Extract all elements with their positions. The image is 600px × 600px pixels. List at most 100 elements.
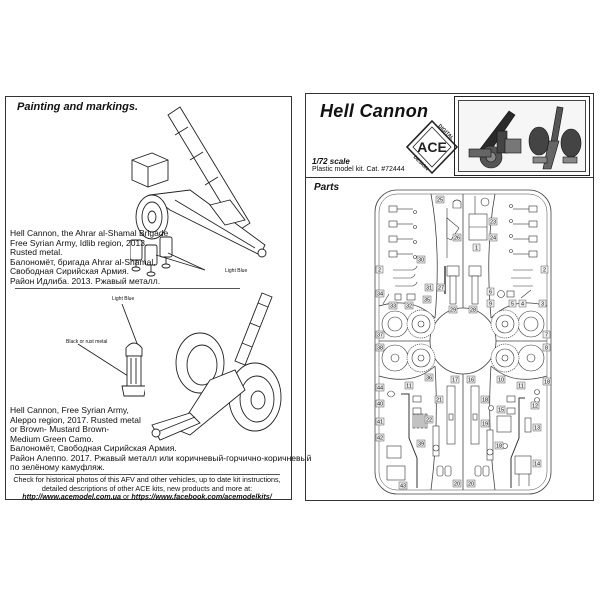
- svg-text:27: 27: [438, 286, 444, 292]
- svg-text:17: 17: [452, 378, 458, 384]
- svg-text:24: 24: [490, 236, 496, 242]
- part-label: 5: [508, 299, 517, 308]
- part-label: 33: [388, 301, 398, 310]
- svg-text:3: 3: [541, 302, 544, 308]
- svg-text:9: 9: [489, 302, 492, 308]
- scheme2-line: Medium Green Camo.: [10, 433, 94, 444]
- svg-text:20: 20: [454, 482, 460, 488]
- svg-text:19: 19: [482, 422, 488, 428]
- svg-text:15: 15: [498, 408, 504, 414]
- sprue-outer-frame: [374, 189, 552, 495]
- part-cylinders-bottom: [436, 465, 490, 477]
- svg-text:2: 2: [378, 268, 381, 274]
- sprue-runner: [489, 365, 496, 491]
- part-label: 30: [416, 255, 426, 264]
- svg-text:26: 26: [454, 236, 460, 242]
- svg-text:31: 31: [426, 286, 432, 292]
- callout-light-blue-2: Light Blue: [112, 296, 135, 302]
- scheme1-illustration: [130, 106, 267, 277]
- facebook-link[interactable]: https://www.facebook.com/acemodelkits/: [131, 492, 272, 502]
- projectile-body: [126, 355, 142, 387]
- ammo-box: [131, 152, 169, 188]
- svg-text:23: 23: [490, 220, 496, 226]
- section-divider: [15, 288, 240, 289]
- part-label: 18: [494, 441, 504, 450]
- scale-label: 1/72 scale: [312, 157, 350, 166]
- projectile-illustration: [77, 303, 145, 397]
- part-label: 35: [422, 295, 432, 304]
- svg-text:13: 13: [534, 426, 540, 432]
- scheme2-line: Район Алеппо. 2017. Ржавый металл или ко…: [10, 452, 312, 463]
- part-label: 13: [532, 423, 542, 432]
- svg-text:35: 35: [424, 298, 430, 304]
- svg-text:8: 8: [545, 346, 548, 352]
- part-label: 39: [416, 439, 426, 448]
- svg-text:32: 32: [406, 304, 412, 310]
- svg-text:44: 44: [377, 386, 383, 392]
- svg-text:34: 34: [377, 292, 383, 298]
- svg-text:21: 21: [436, 398, 442, 404]
- svg-text:11: 11: [406, 384, 412, 390]
- tow-eye: [151, 428, 161, 438]
- catalog-number: Plastic model kit. Cat. #72444: [312, 166, 405, 173]
- mortar-barrel: [234, 292, 273, 366]
- scheme1-line: Балономёт, бригада Ahrar al-Shamal,: [10, 256, 156, 267]
- footer-note: Check for historical photos of this AFV …: [6, 475, 288, 502]
- part-label: 41: [375, 417, 385, 426]
- sprue-hub: [429, 307, 497, 375]
- svg-text:18: 18: [482, 398, 488, 404]
- parts-heading: Parts: [314, 182, 340, 193]
- scheme1-line: Район Идлиба. 2013. Ржавый металл.: [10, 275, 161, 286]
- scheme2-illustration: [151, 292, 282, 441]
- svg-text:10: 10: [498, 378, 504, 384]
- svg-text:22: 22: [426, 418, 432, 424]
- part-tripod: [444, 199, 462, 294]
- part-label: 28: [468, 305, 478, 314]
- part-label: 32: [404, 301, 414, 310]
- sprue-runner: [490, 365, 548, 380]
- projectile-fins: [121, 385, 145, 397]
- part-label: 42: [375, 433, 385, 442]
- scheme1-line: Hell Cannon, the Ahrar al-Shamal Brigade: [10, 228, 169, 238]
- part-label: 18: [542, 377, 552, 386]
- part-label: 36: [424, 373, 434, 382]
- part-label: 43: [398, 481, 408, 490]
- part-sights: [432, 425, 494, 461]
- svg-text:6: 6: [489, 290, 492, 296]
- callout-black-rust-metal: Black or rust metal: [66, 339, 108, 345]
- scheme2-description: Hell Cannon, Free Syrian Army, Aleppo re…: [10, 405, 312, 473]
- parts-panel: [305, 93, 594, 501]
- scheme1-line: Свободная Сирийская Армия.: [10, 266, 129, 276]
- scheme2-line: or Brown- Mustard Brown-: [10, 424, 110, 434]
- sprue-runner: [488, 193, 496, 319]
- svg-text:14: 14: [534, 462, 540, 468]
- part-label: 34: [375, 289, 385, 298]
- part-label: 27: [436, 283, 446, 292]
- part-label: 7: [542, 330, 551, 339]
- part-label: 20: [452, 479, 462, 488]
- part-group-rods-left: [388, 205, 418, 287]
- part-label: 31: [424, 283, 434, 292]
- part-label: 14: [532, 459, 542, 468]
- website-link[interactable]: http://www.acemodel.com.ua: [22, 492, 122, 502]
- part-label: 25: [435, 195, 445, 204]
- svg-text:12: 12: [532, 404, 538, 410]
- logo-bottom-text: DESIGN: [412, 154, 430, 172]
- scheme2-line: Hell Cannon, Free Syrian Army,: [10, 405, 129, 415]
- logo-main-text: ACE: [417, 139, 447, 155]
- part-label: 38: [375, 343, 385, 352]
- part-barrel-left: [446, 265, 460, 305]
- svg-text:43: 43: [400, 484, 406, 490]
- callout-light-blue-1: Light Blue: [225, 268, 248, 274]
- painting-panel: [5, 96, 292, 500]
- part-label: 9: [486, 299, 495, 308]
- part-label: 16: [466, 375, 476, 384]
- sprue-runner: [378, 365, 436, 380]
- svg-text:1: 1: [475, 246, 478, 252]
- svg-text:30: 30: [418, 258, 424, 264]
- footer-line: Check for historical photos of this AFV …: [13, 475, 281, 484]
- part-label: 11: [516, 381, 526, 390]
- section-divider: [15, 474, 280, 475]
- part-label: 19: [480, 419, 490, 428]
- part-label: 24: [488, 233, 498, 242]
